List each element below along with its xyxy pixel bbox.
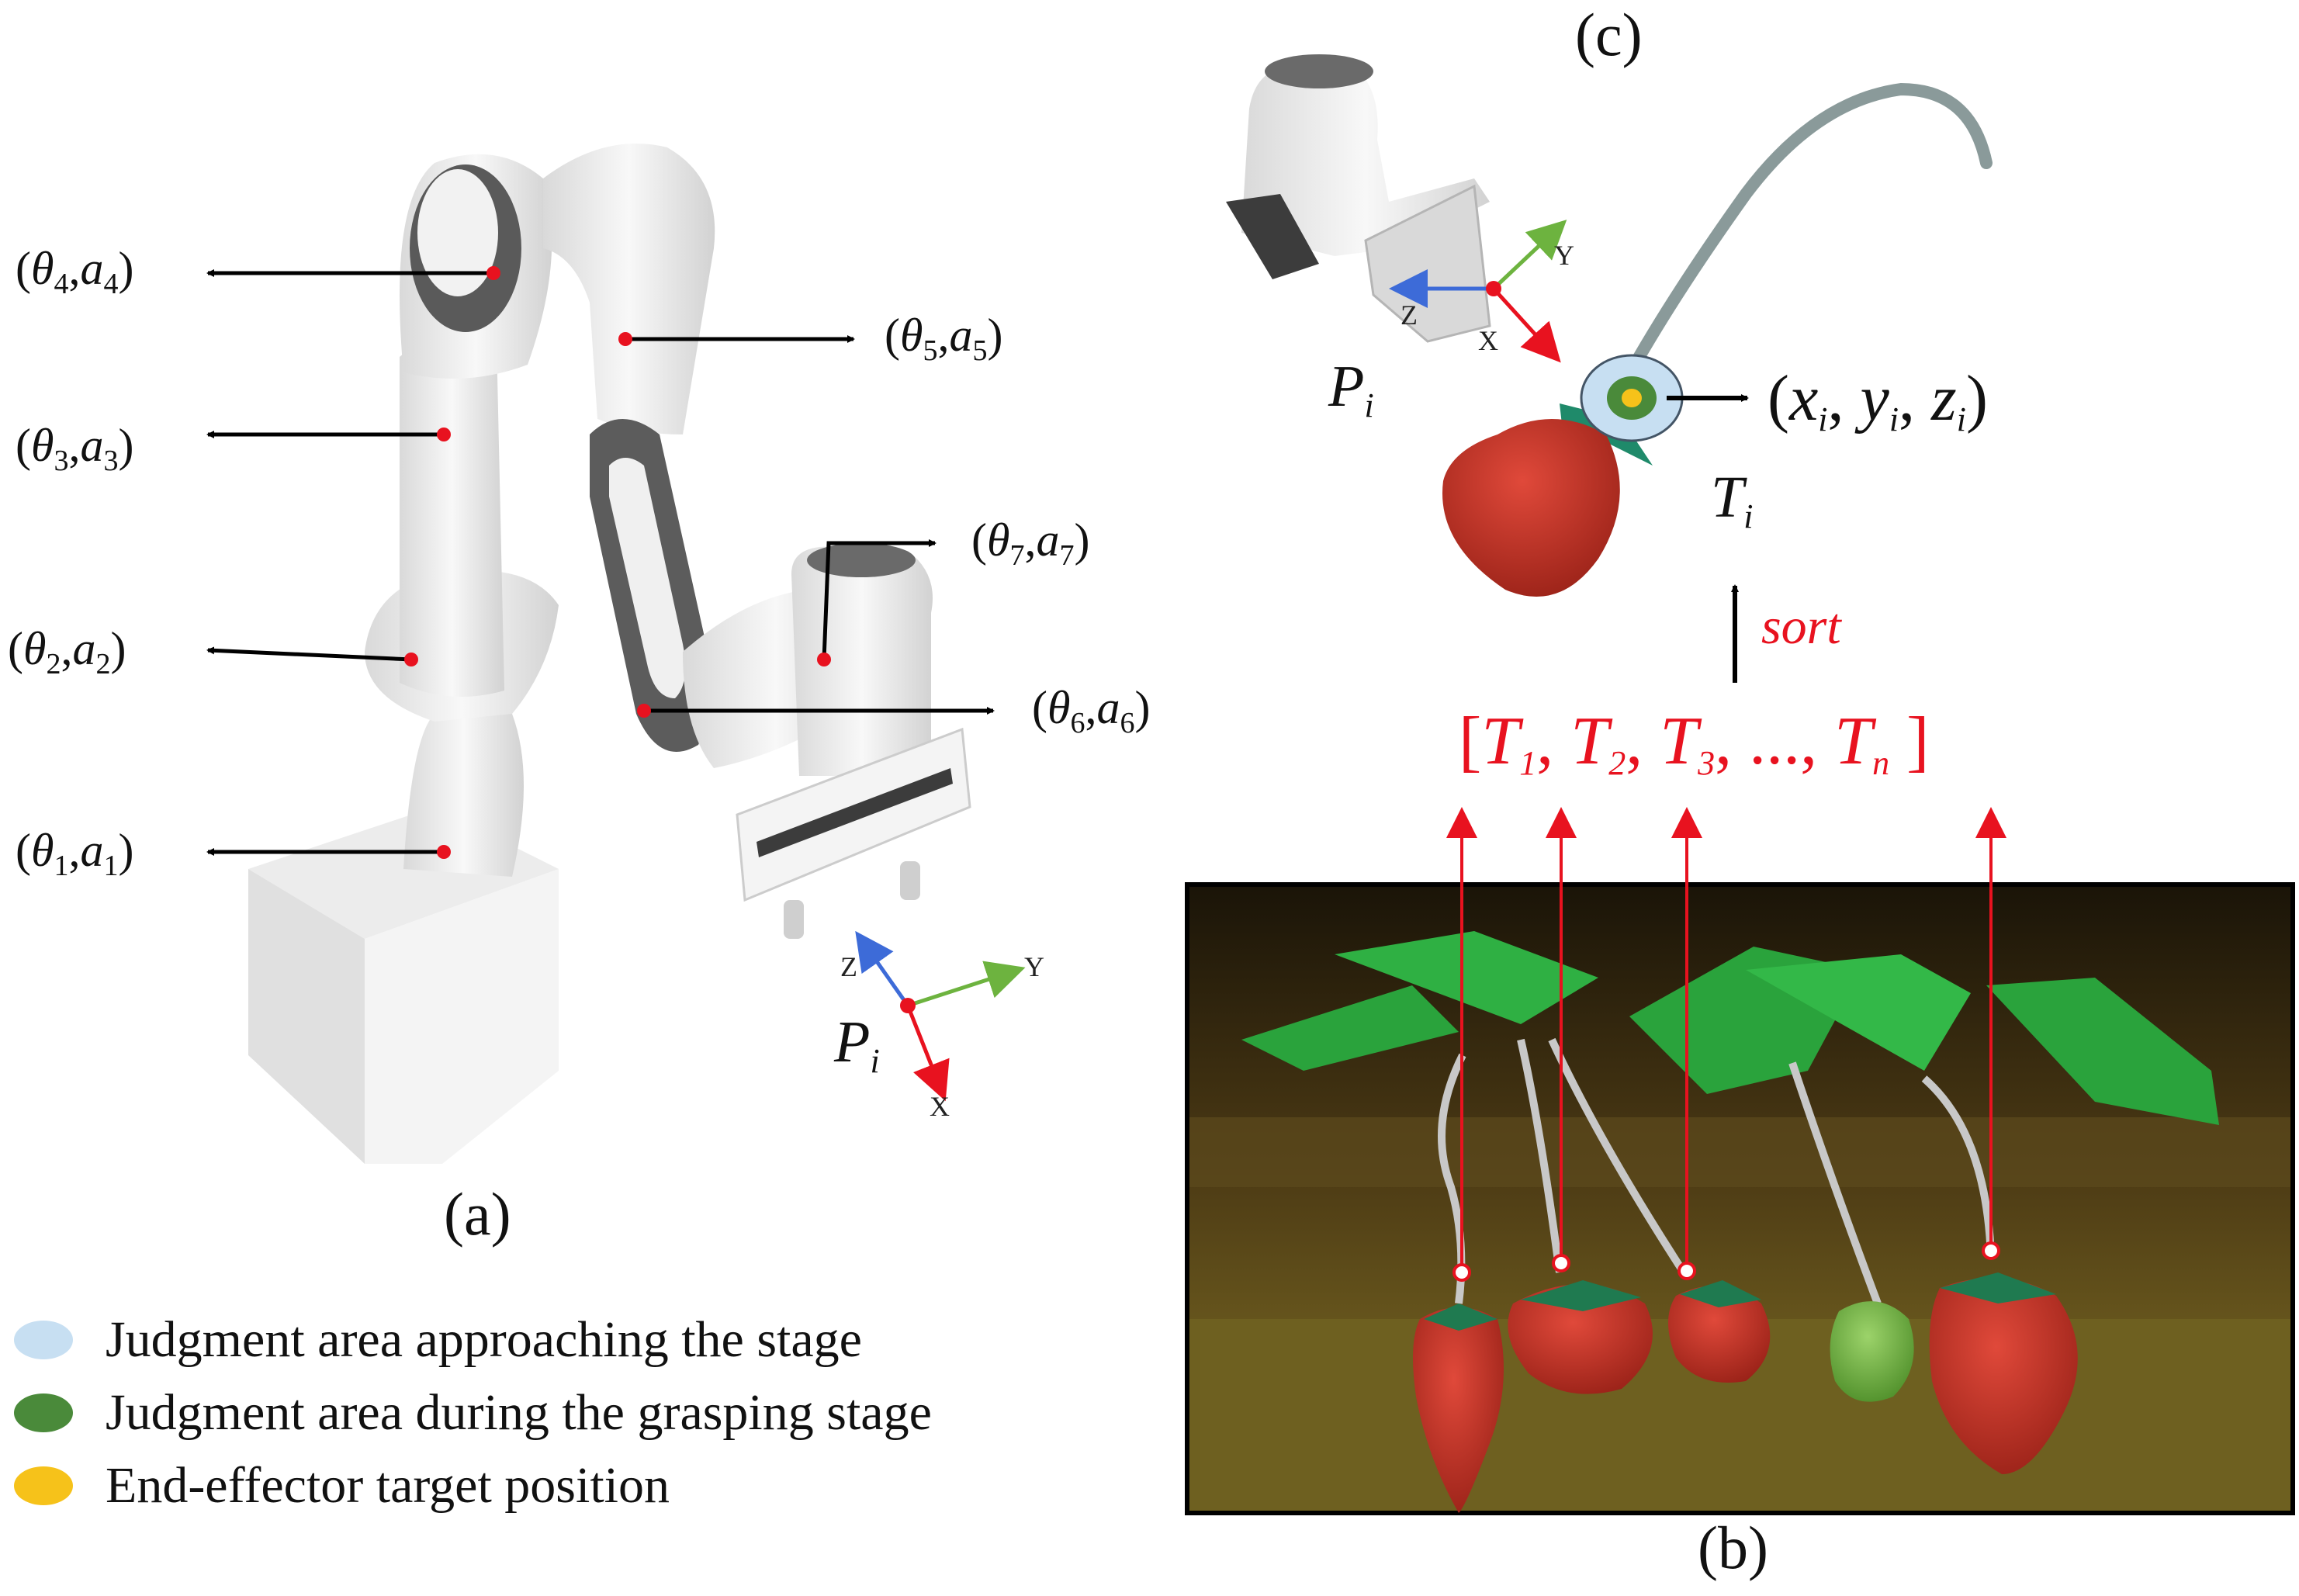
axis-y-c — [1492, 220, 1567, 290]
gripper-finger-right — [900, 861, 920, 900]
joint-dot-6 — [637, 704, 651, 718]
pick-point-n — [1982, 1241, 2000, 1260]
axis-y-a — [907, 961, 1026, 1008]
axis-x-c — [1492, 287, 1561, 363]
scene-shelf — [1189, 1117, 2290, 1187]
strawberry-5 — [1929, 1278, 2078, 1474]
wrist-cap — [807, 543, 916, 577]
stem-5 — [1921, 1075, 1995, 1258]
calyx-1 — [1424, 1303, 1497, 1331]
stem-2 — [1517, 1038, 1563, 1273]
joint-dot-4 — [486, 266, 500, 280]
strawberry-3 — [1668, 1286, 1771, 1383]
joint-dot-2 — [404, 653, 418, 666]
base-right — [365, 869, 559, 1164]
link-5 — [543, 144, 715, 434]
arrow-joint-2 — [206, 646, 412, 662]
strawberry-scene — [1185, 882, 2295, 1515]
gripper-c-cap — [1265, 54, 1373, 88]
strawberry-4-unripe — [1830, 1301, 1914, 1402]
link-7 — [791, 546, 933, 776]
frame-origin-a — [900, 998, 916, 1013]
gripper-finger-left — [784, 900, 804, 939]
gripper-c-dark — [1226, 194, 1319, 279]
stem-4 — [1788, 1061, 1882, 1305]
link-3 — [400, 336, 504, 697]
calyx-3 — [1680, 1280, 1761, 1307]
sequence-arrows — [1446, 807, 2006, 1282]
strawberry-c — [1442, 419, 1620, 597]
pick-point-1 — [1452, 1263, 1471, 1282]
base-left — [248, 869, 365, 1164]
calyx-2 — [1521, 1280, 1641, 1311]
joint-dot-1 — [437, 845, 451, 859]
pick-point-3 — [1678, 1262, 1696, 1280]
strawberry-2 — [1508, 1284, 1653, 1394]
grasp-illustration — [1226, 54, 1993, 597]
strawberry-stem-c — [1615, 82, 1993, 394]
gripper-slot — [757, 768, 953, 857]
frame-a — [855, 930, 1026, 1102]
frame-origin-c — [1486, 281, 1501, 296]
pick-point-2 — [1552, 1254, 1570, 1272]
joint-dot-7 — [817, 653, 831, 666]
joint-arrows — [206, 266, 995, 859]
stem-3 — [1548, 1037, 1688, 1275]
link-1 — [403, 714, 524, 877]
joint-dot-5 — [618, 332, 632, 346]
leaf-2 — [1335, 931, 1598, 1024]
frame-c — [1389, 220, 1567, 363]
axis-z-a — [855, 930, 910, 1007]
axis-x-a — [905, 1005, 950, 1102]
strawberry-1 — [1413, 1307, 1504, 1513]
link-6-inner — [609, 458, 686, 698]
leaf-1 — [1241, 985, 1459, 1071]
leaf-5 — [1986, 978, 2219, 1125]
joint-4-face — [417, 169, 498, 296]
target-position-point — [1622, 389, 1642, 407]
robot-arm-illustration — [248, 144, 971, 1164]
calyx-5 — [1940, 1272, 2056, 1303]
arrow-joint-7 — [822, 539, 937, 660]
leaf-4 — [1746, 954, 1971, 1071]
joint-dot-3 — [437, 428, 451, 441]
